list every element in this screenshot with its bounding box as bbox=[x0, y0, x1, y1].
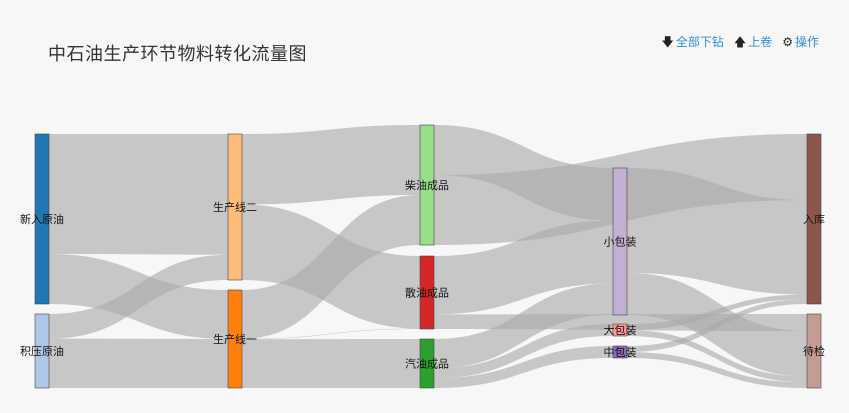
link-line1-sanyou[interactable] bbox=[242, 328, 420, 340]
node-label-dabaozhuang: 大包装 bbox=[604, 323, 637, 337]
node-jiya[interactable] bbox=[34, 313, 50, 389]
node-line1[interactable] bbox=[227, 289, 243, 389]
arrow-down-icon: 🡇 bbox=[661, 34, 674, 49]
node-label-qiyou: 汽油成品 bbox=[405, 357, 449, 371]
link-zhongbaozhuang-daijian[interactable] bbox=[627, 352, 807, 388]
node-zhongbaozhuang[interactable] bbox=[612, 345, 628, 359]
link-xiaobaozhuang-ruku[interactable] bbox=[627, 168, 807, 295]
rollup-label: 上卷 bbox=[748, 35, 773, 49]
link-dabaozhuang-daijian[interactable] bbox=[627, 330, 807, 383]
link-line2-chaiyou[interactable] bbox=[242, 125, 420, 205]
node-label-sanyou: 散油成品 bbox=[405, 286, 449, 300]
node-line2[interactable] bbox=[227, 133, 243, 281]
link-xinru-line2[interactable] bbox=[49, 134, 228, 255]
arrow-up-icon: 🡅 bbox=[733, 34, 747, 49]
link-qiyou-xiaobaozhuang[interactable] bbox=[434, 283, 613, 369]
chart-title: 中石油生产环节物料转化流量图 bbox=[48, 44, 307, 65]
chart-toolbar: 🡇 全部下钻 🡅 上卷 ⚙ 操作 bbox=[662, 33, 820, 50]
node-dabaozhuang[interactable] bbox=[612, 323, 628, 337]
node-label-zhongbaozhuang: 中包装 bbox=[604, 346, 637, 359]
node-label-line1: 生产线一 bbox=[213, 332, 257, 346]
sankey-nodes bbox=[34, 124, 822, 389]
node-label-ruku: 入库 bbox=[803, 213, 825, 226]
link-dabaozhuang-ruku[interactable] bbox=[627, 294, 807, 330]
node-label-xinru: 新入原油 bbox=[20, 212, 64, 226]
node-label-chaiyou: 柴油成品 bbox=[405, 178, 449, 192]
link-jiya-line2[interactable] bbox=[49, 254, 228, 339]
node-chaiyou[interactable] bbox=[419, 124, 435, 246]
link-zhongbaozhuang-ruku[interactable] bbox=[627, 299, 807, 352]
node-qiyou[interactable] bbox=[419, 338, 435, 389]
node-label-line2: 生产线二 bbox=[213, 200, 257, 214]
gear-icon: ⚙ bbox=[782, 34, 793, 49]
node-xiaobaozhuang[interactable] bbox=[612, 167, 628, 316]
node-ruku[interactable] bbox=[806, 133, 822, 305]
drill-all-label: 全部下钻 bbox=[675, 35, 724, 49]
sankey-links bbox=[49, 125, 807, 388]
node-label-daijian: 待检 bbox=[803, 344, 825, 358]
node-label-jiya: 积压原油 bbox=[20, 344, 64, 358]
node-label-xiaobaozhuang: 小包装 bbox=[604, 236, 637, 249]
operate-label: 操作 bbox=[794, 35, 819, 49]
link-qiyou-zhongbaozhuang[interactable] bbox=[434, 346, 613, 388]
operate-button[interactable]: ⚙ 操作 bbox=[782, 33, 819, 50]
node-daijian[interactable] bbox=[806, 313, 822, 389]
link-qiyou-dabaozhuang[interactable] bbox=[434, 324, 613, 379]
link-jiya-line1[interactable] bbox=[49, 338, 228, 388]
link-line1-chaiyou[interactable] bbox=[242, 195, 420, 339]
rollup-button[interactable]: 🡅 上卷 bbox=[734, 33, 772, 50]
node-sanyou[interactable] bbox=[419, 255, 435, 330]
drill-all-button[interactable]: 🡇 全部下钻 bbox=[662, 33, 724, 50]
link-sanyou-xiaobaozhuang[interactable] bbox=[434, 220, 613, 315]
node-xinru[interactable] bbox=[34, 133, 50, 305]
link-line1-qiyou[interactable] bbox=[242, 339, 420, 388]
